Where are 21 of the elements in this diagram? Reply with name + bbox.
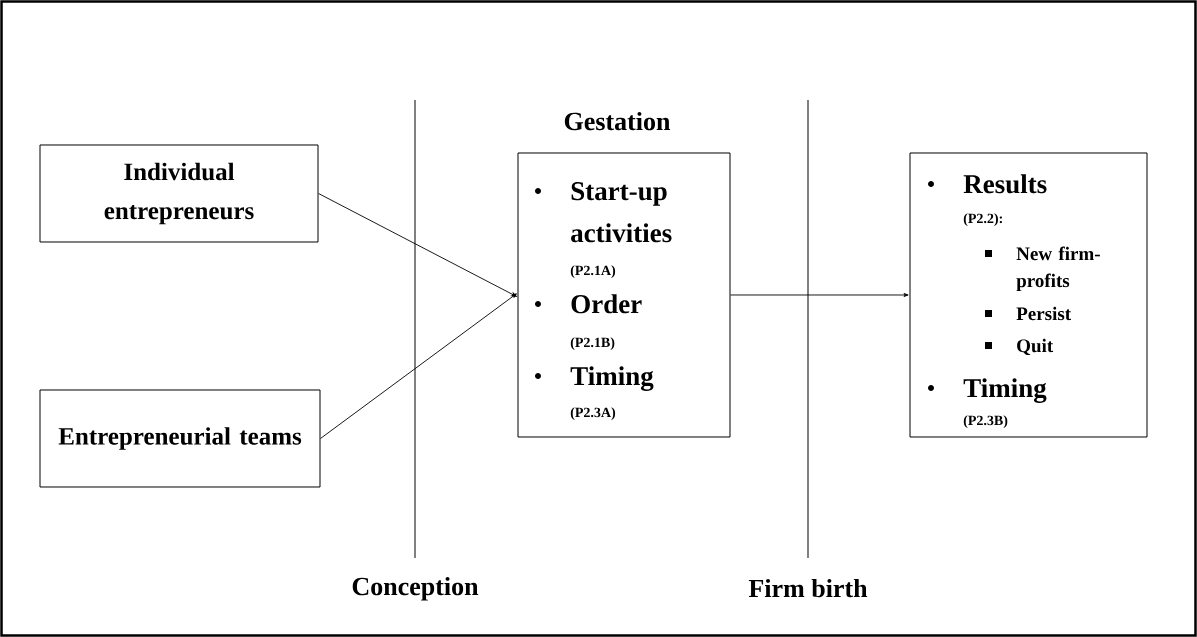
list-item: Order [571,294,642,314]
stage-label: Firm birth [748,578,868,598]
text-box: Individual entrepreneurs [39,144,319,243]
sub-item: Quit [1017,338,1054,356]
list-item: Timing [963,378,1047,403]
reference-code: (P2.3A) [570,407,616,420]
list-item: Timing [570,366,654,391]
heading: Gestation [564,111,671,131]
arrow [320,293,517,439]
text-box: Entrepreneurial teams [39,389,321,488]
arrow [318,193,517,297]
reference-code: (P2.3B) [963,415,1008,428]
stage-label: Conception [352,576,479,601]
reference-code: (P2.1B) [570,337,615,350]
arrow [730,293,909,297]
sub-item: Persist [1016,306,1071,321]
sub-item: New firm-profits [1016,246,1100,292]
reference-code: (P2.2): [963,213,1002,226]
list-item: Results [963,174,1047,194]
reference-code: (P2.1A) [570,265,616,278]
list-item: Start-up activities [571,182,672,243]
